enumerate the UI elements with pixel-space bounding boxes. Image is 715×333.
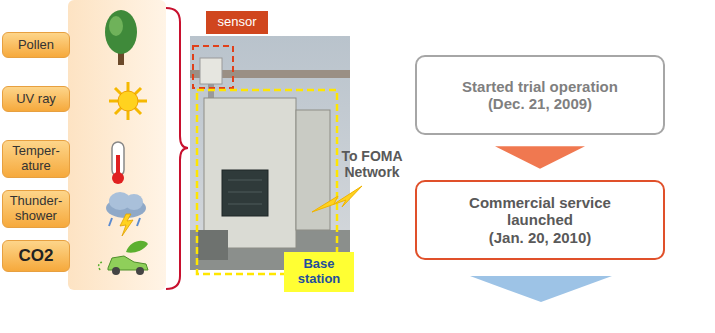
sun-ray <box>115 88 141 114</box>
panel-slat <box>228 192 262 193</box>
panel-slat <box>228 204 262 205</box>
thermometer-tube <box>112 142 124 176</box>
node-subtext: (Dec. 21, 2009) <box>488 95 592 112</box>
car-wheel <box>136 267 144 275</box>
node-text: Commercial service launched <box>465 194 615 229</box>
sun-icon <box>109 82 147 120</box>
leaf <box>126 241 148 253</box>
cloud-part <box>125 194 143 210</box>
sensor-panel <box>68 0 166 290</box>
network-label: To FOMA Network <box>332 148 412 180</box>
sensor-tag: Temper- ature <box>2 140 70 178</box>
node-text: UV ray <box>16 92 56 107</box>
stair <box>198 230 228 260</box>
panel-slat <box>228 180 262 181</box>
sensor-outline <box>193 46 233 88</box>
node-text: sensor <box>217 15 256 30</box>
cabinet-panel <box>222 170 268 216</box>
node-text: CO2 <box>19 246 54 266</box>
rain-drop <box>137 218 140 226</box>
rain-drop <box>109 218 112 226</box>
sensor-unit <box>200 58 222 84</box>
milestone-box: Commercial service launched(Jan. 20, 201… <box>415 180 665 260</box>
node-text: Pollen <box>18 38 54 53</box>
base-station-outline <box>197 90 337 274</box>
cabinet <box>204 98 296 248</box>
flow-arrow <box>495 146 585 169</box>
node-text: Thunder- shower <box>7 194 65 224</box>
tree-highlight <box>109 16 123 36</box>
photo-callout: Base station <box>284 252 354 292</box>
car-wheel <box>112 267 120 275</box>
sensor-tag: CO2 <box>2 240 70 272</box>
sun-ray <box>115 88 141 114</box>
tree-crown <box>105 10 137 54</box>
node-subtext: (Jan. 20, 2010) <box>489 229 592 246</box>
eco-car-icon <box>99 241 148 275</box>
lightning-icon <box>120 214 133 236</box>
sensor-tag: UV ray <box>2 86 70 112</box>
thermometer-bulb <box>112 172 124 184</box>
milestone-box: Started trial operation(Dec. 21, 2009) <box>415 55 665 135</box>
photo-background <box>190 36 350 270</box>
sensor-tag: Pollen <box>2 32 70 58</box>
exhaust <box>99 262 104 270</box>
cloud-icon <box>106 192 146 236</box>
sensor-tag: Thunder- shower <box>2 190 70 228</box>
node-text: Started trial operation <box>462 78 618 95</box>
bracket <box>166 8 188 289</box>
network-bolt <box>312 186 362 212</box>
node-text: Base station <box>288 257 350 287</box>
photo-callout: sensor <box>206 11 268 34</box>
node-text: Temper- ature <box>7 144 65 174</box>
continue-arrow <box>470 276 612 302</box>
sun-disc <box>118 91 138 111</box>
